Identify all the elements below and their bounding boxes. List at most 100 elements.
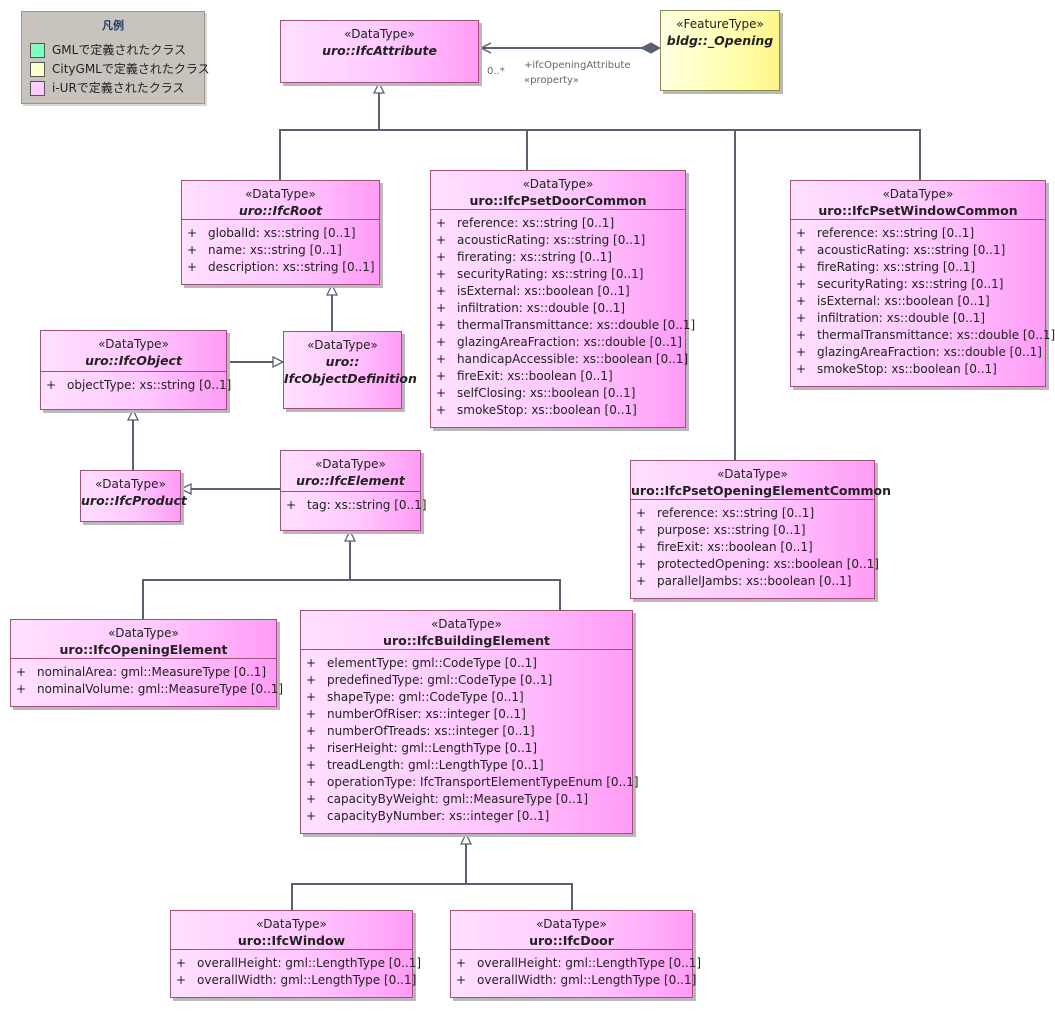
attribute: +isExternal: xs::boolean [0..1]	[436, 284, 630, 298]
class-ifc-pset-opening-element-common[interactable]: «DataType» uro::IfcPsetOpeningElementCom…	[630, 460, 892, 599]
attribute: +riserHeight: gml::LengthType [0..1]	[306, 741, 538, 755]
attribute: +elementType: gml::CodeType [0..1]	[306, 656, 537, 670]
composition-diamond	[639, 42, 662, 54]
class-name: uro::IfcDoor	[529, 933, 614, 948]
attribute: +overallWidth: gml::LengthType [0..1]	[176, 973, 417, 987]
legend-swatch-iur	[30, 81, 45, 96]
attribute: +nominalVolume: gml::MeasureType [0..1]	[16, 682, 284, 696]
stereotype: «DataType»	[536, 917, 607, 931]
attribute-list: +reference: xs::string [0..1] +acousticR…	[791, 219, 1055, 382]
class-name: uro::IfcObject	[85, 353, 182, 368]
class-name: uro::	[325, 354, 360, 369]
attribute: +overallHeight: gml::LengthType [0..1]	[456, 956, 702, 970]
stereotype: «DataType»	[98, 337, 169, 351]
legend: 凡例 GMLで定義されたクラス CityGMLで定義されたクラス i-URで定義…	[21, 11, 210, 104]
class-name: uro::IfcElement	[296, 473, 405, 488]
class-name: uro::IfcWindow	[237, 933, 346, 948]
attribute-list: +nominalArea: gml::MeasureType [0..1] +n…	[11, 658, 284, 702]
attribute: +numberOfTreads: xs::integer [0..1]	[306, 724, 535, 738]
association-stereotype: «property»	[524, 75, 579, 86]
attribute: +smokeStop: xs::boolean [0..1]	[796, 362, 997, 376]
attribute: +shapeType: gml::CodeType [0..1]	[306, 690, 524, 704]
attribute: +glazingAreaFraction: xs::double [0..1]	[796, 345, 1042, 359]
class-ifc-attribute[interactable]: «DataType» uro::IfcAttribute	[280, 20, 479, 83]
class-opening[interactable]: «FeatureType» bldg::_Opening	[660, 10, 780, 91]
stereotype: «DataType»	[256, 917, 327, 931]
generalization-tree-ifcattribute	[279, 83, 921, 460]
class-ifc-pset-window-common[interactable]: «DataType» uro::IfcPsetWindowCommon +ref…	[790, 180, 1055, 387]
attribute-list: +reference: xs::string [0..1] +purpose: …	[631, 499, 879, 594]
attribute: +fireRating: xs::string [0..1]	[796, 260, 976, 274]
attribute-list: +overallHeight: gml::LengthType [0..1] +…	[171, 949, 422, 993]
attribute-list: +reference: xs::string [0..1] +acousticR…	[431, 209, 696, 423]
attribute: +glazingAreaFraction: xs::double [0..1]	[436, 335, 682, 349]
stereotype: «DataType»	[245, 187, 316, 201]
stereotype: «DataType»	[315, 457, 386, 471]
attribute: +thermalTransmittance: xs::double [0..1]	[436, 318, 696, 332]
stereotype: «DataType»	[882, 187, 954, 201]
stereotype: «DataType»	[717, 467, 788, 481]
class-name: bldg::_Opening	[666, 33, 774, 48]
attribute: +handicapAccessible: xs::boolean [0..1]	[436, 352, 689, 366]
attribute: +numberOfRiser: xs::integer [0..1]	[306, 707, 526, 721]
attribute: +reference: xs::string [0..1]	[636, 506, 815, 520]
stereotype: «DataType»	[431, 617, 502, 631]
class-ifc-root[interactable]: «DataType» uro::IfcRoot +globalId: xs::s…	[181, 180, 380, 285]
legend-swatch-gml	[30, 43, 45, 58]
attribute: +selfClosing: xs::boolean [0..1]	[436, 386, 636, 400]
legend-label: i-URで定義されたクラス	[52, 81, 185, 95]
attribute: +purpose: xs::string [0..1]	[636, 523, 806, 537]
stereotype: «DataType»	[344, 27, 415, 41]
class-name: IfcObjectDefinition	[284, 371, 417, 386]
class-ifc-object-definition[interactable]: «DataType» uro:: IfcObjectDefinition	[283, 331, 417, 409]
class-name: uro::IfcAttribute	[322, 43, 437, 58]
stereotype: «DataType»	[108, 626, 179, 640]
attribute: +smokeStop: xs::boolean [0..1]	[436, 403, 637, 417]
class-name: uro::IfcBuildingElement	[383, 633, 550, 648]
attribute: +overallWidth: gml::LengthType [0..1]	[456, 973, 697, 987]
attribute: +operationType: IfcTransportElementTypeE…	[306, 775, 639, 789]
attribute: +isExternal: xs::boolean [0..1]	[796, 294, 990, 308]
class-name: uro::IfcOpeningElement	[59, 642, 228, 657]
legend-swatch-citygml	[30, 62, 45, 77]
class-ifc-window[interactable]: «DataType» uro::IfcWindow +overallHeight…	[170, 910, 422, 998]
class-ifc-element[interactable]: «DataType» uro::IfcElement +tag: xs::str…	[280, 450, 427, 531]
attribute: +acousticRating: xs::string [0..1]	[796, 243, 1006, 257]
attribute: +acousticRating: xs::string [0..1]	[436, 233, 646, 247]
generalization-tree-ifcbuildingelement	[291, 834, 573, 910]
class-ifc-opening-element[interactable]: «DataType» uro::IfcOpeningElement +nomin…	[10, 619, 284, 707]
attribute: +capacityByNumber: xs::integer [0..1]	[306, 809, 550, 823]
attribute: +securityRating: xs::string [0..1]	[796, 277, 1004, 291]
association-multiplicity: 0..*	[487, 66, 505, 77]
attribute: +fireExit: xs::boolean [0..1]	[636, 540, 813, 554]
class-ifc-pset-door-common[interactable]: «DataType» uro::IfcPsetDoorCommon +refer…	[430, 170, 696, 428]
class-name: uro::IfcRoot	[238, 203, 323, 218]
class-ifc-product[interactable]: «DataType» uro::IfcProduct	[80, 470, 187, 522]
attribute-list: +objectType: xs::string [0..1]	[41, 371, 231, 398]
attribute: +capacityByWeight: gml::MeasureType [0..…	[306, 792, 589, 806]
class-ifc-door[interactable]: «DataType» uro::IfcDoor +overallHeight: …	[450, 910, 702, 998]
attribute: +thermalTransmittance: xs::double [0..1]	[796, 328, 1055, 342]
attribute: +firerating: xs::string [0..1]	[436, 250, 612, 264]
attribute: +nominalArea: gml::MeasureType [0..1]	[16, 665, 267, 679]
attribute: +infiltration: xs::double [0..1]	[436, 301, 626, 315]
stereotype: «DataType»	[95, 477, 166, 491]
attribute: +tag: xs::string [0..1]	[286, 498, 427, 512]
attribute: +overallHeight: gml::LengthType [0..1]	[176, 956, 422, 970]
attribute: +description: xs::string [0..1]	[187, 260, 375, 274]
stereotype: «DataType»	[307, 338, 378, 352]
attribute: +reference: xs::string [0..1]	[796, 226, 975, 240]
stereotype: «DataType»	[522, 177, 594, 191]
class-name: uro::IfcPsetDoorCommon	[469, 193, 647, 208]
class-ifc-building-element[interactable]: «DataType» uro::IfcBuildingElement +elem…	[300, 610, 639, 834]
stereotype: «FeatureType»	[676, 17, 764, 31]
attribute: +name: xs::string [0..1]	[187, 243, 342, 257]
association-arrowhead	[479, 42, 492, 54]
class-name: uro::IfcPsetOpeningElementCommon	[631, 483, 892, 498]
class-ifc-object[interactable]: «DataType» uro::IfcObject +objectType: x…	[40, 330, 231, 410]
class-name: uro::IfcProduct	[81, 493, 187, 508]
legend-label: GMLで定義されたクラス	[52, 43, 187, 57]
attribute: +protectedOpening: xs::boolean [0..1]	[636, 557, 879, 571]
generalization-tree-ifcelement	[142, 531, 561, 619]
